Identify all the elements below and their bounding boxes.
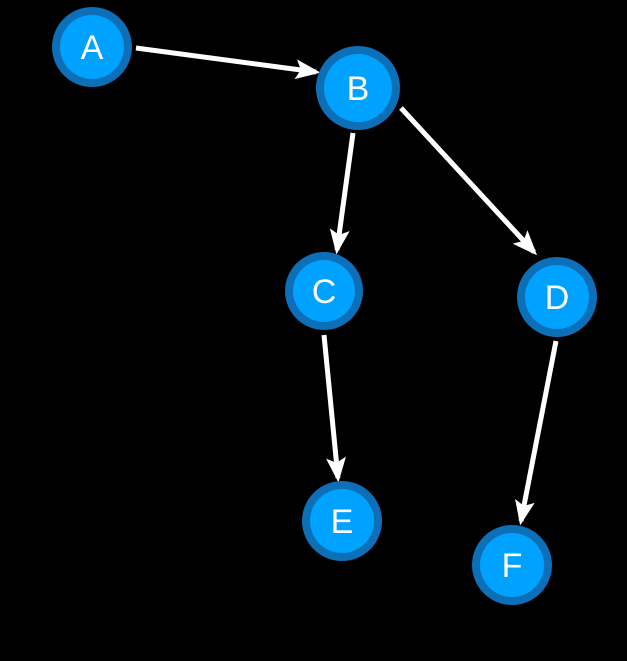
node-core-c [293,260,355,322]
graph-edges-layer [135,45,559,526]
graph-edge-b-d [399,106,538,256]
node-core-b [324,54,392,122]
node-core-e [310,489,374,553]
graph-node-b[interactable]: B [316,46,400,130]
node-core-a [60,15,124,79]
graph-nodes-layer: A B C D E F [52,7,597,605]
graph-edge-a-b [135,45,321,80]
graph-node-f[interactable]: F [472,525,552,605]
graph-edge-d-f [515,340,559,526]
graph-edge-c-e [321,334,346,483]
node-core-f [480,533,544,597]
graph-node-a[interactable]: A [52,7,132,87]
graph-node-c[interactable]: C [285,252,363,330]
graph-edge-b-c [329,132,356,255]
node-core-d [525,265,589,329]
graph-node-d[interactable]: D [517,257,597,337]
graph-node-e[interactable]: E [302,481,382,561]
